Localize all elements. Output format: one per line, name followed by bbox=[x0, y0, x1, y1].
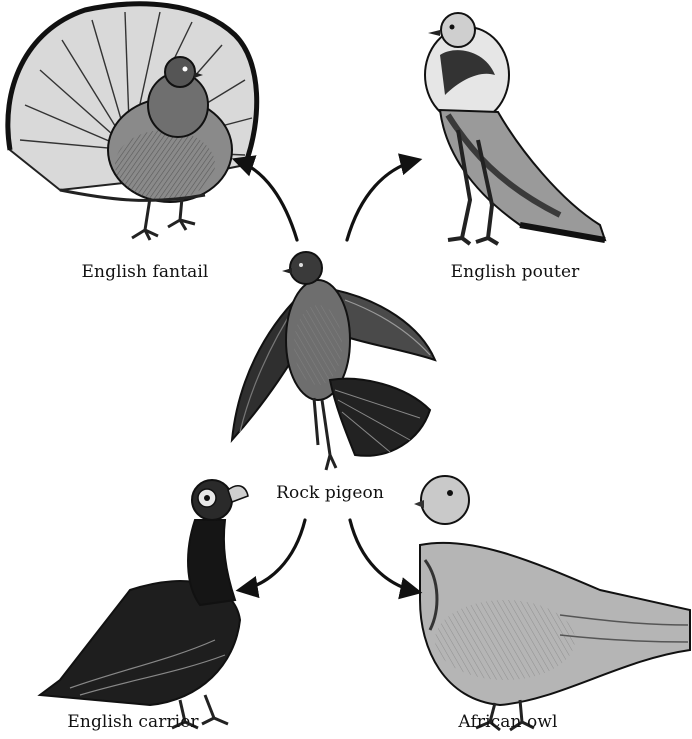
rock-pigeon-illustration bbox=[232, 252, 435, 470]
carrier-pigeon-illustration bbox=[40, 480, 248, 728]
label-english-pouter: English pouter bbox=[451, 262, 580, 282]
label-african-owl: African owl bbox=[458, 712, 557, 732]
label-english-carrier: English carrier bbox=[67, 712, 198, 732]
arrow-to-owl bbox=[350, 520, 418, 592]
arrow-to-fantail bbox=[236, 160, 297, 240]
label-english-fantail: English fantail bbox=[82, 262, 209, 282]
owl-pigeon-illustration bbox=[414, 476, 690, 730]
label-rock-pigeon: Rock pigeon bbox=[276, 483, 384, 503]
arrow-to-carrier bbox=[240, 520, 305, 590]
pouter-pigeon-illustration bbox=[425, 13, 605, 244]
arrow-to-pouter bbox=[347, 160, 418, 240]
fantail-pigeon-illustration bbox=[8, 4, 257, 240]
